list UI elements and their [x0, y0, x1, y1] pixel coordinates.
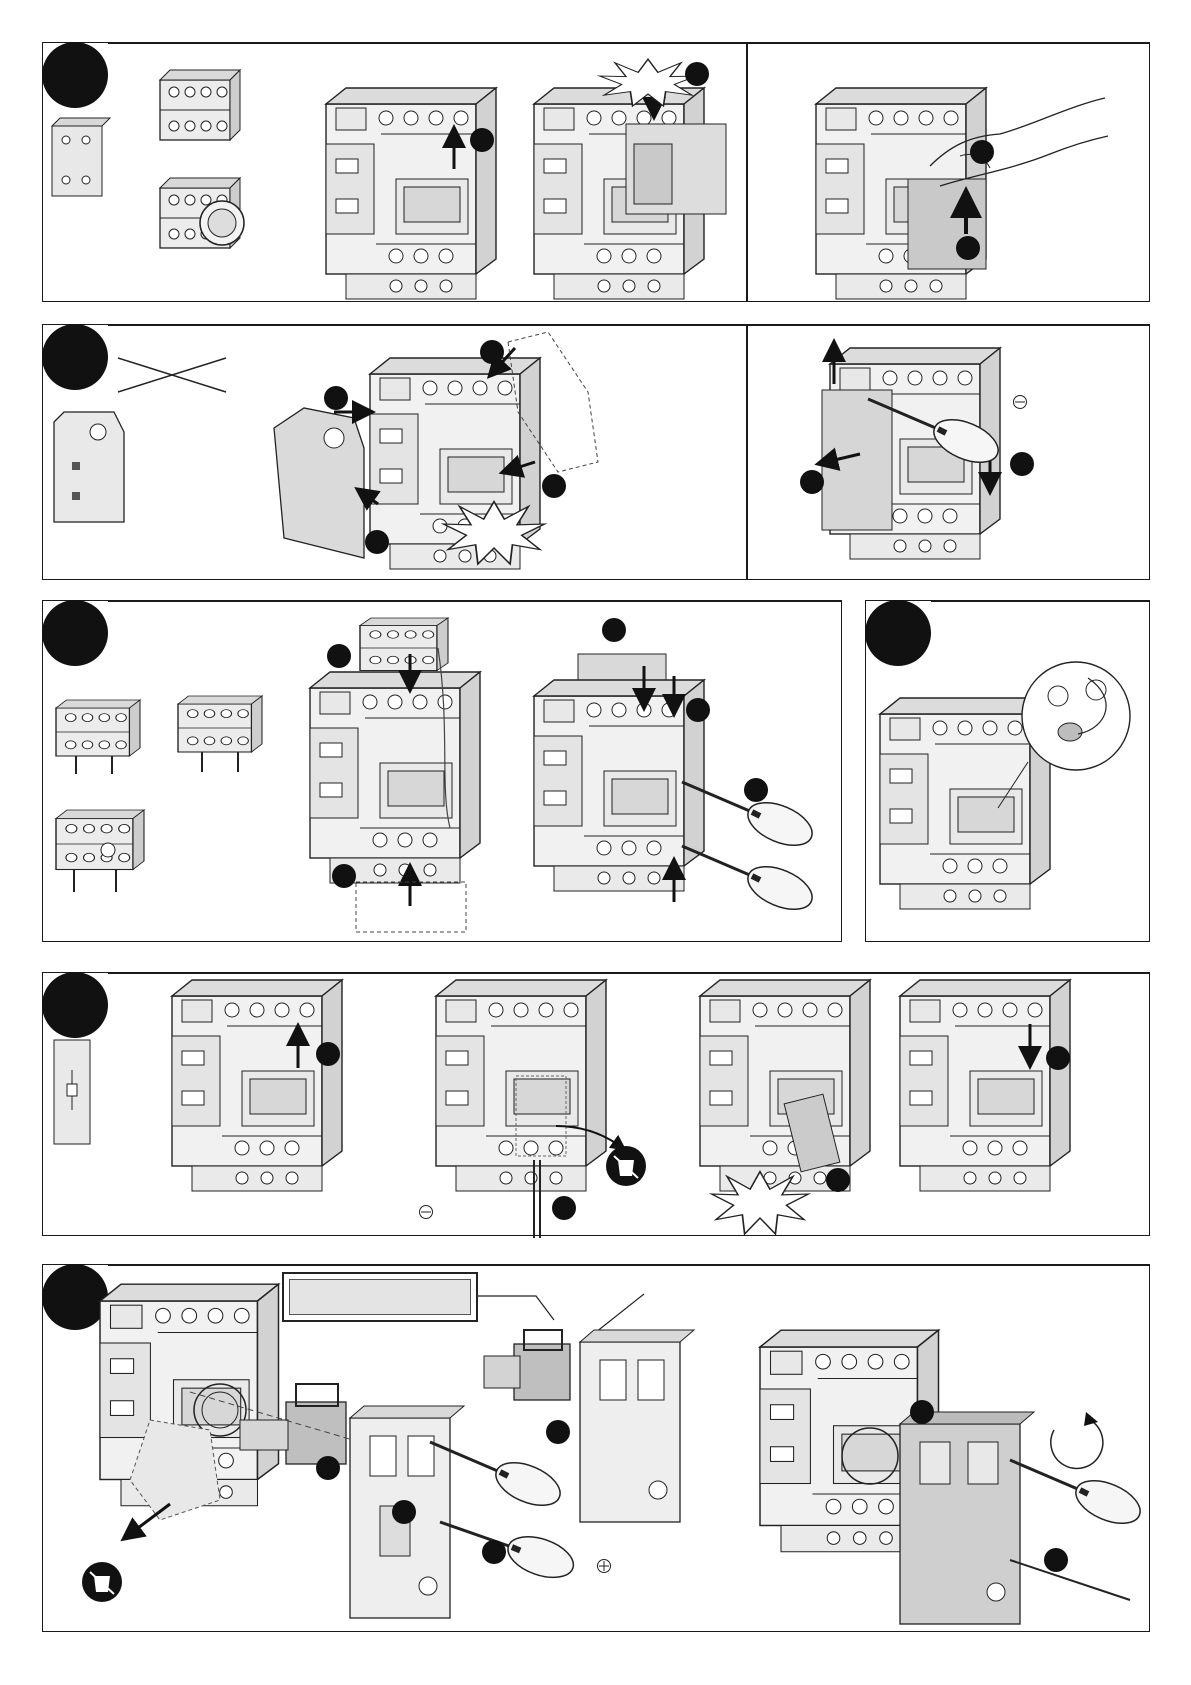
step-2-flat-screwdriver-icon — [868, 394, 1028, 474]
step-4-marker-icon — [865, 600, 931, 666]
step-5-click-burst-icon — [706, 1166, 816, 1236]
step-1-sub-c2-marker-icon — [956, 236, 980, 260]
step-5-suppressor-module-illustration — [54, 1040, 94, 1150]
step-3-sub-4-marker-icon — [686, 698, 710, 722]
step-3-sub-5-marker-icon — [744, 778, 768, 802]
step-5-recycle-bin-icon — [604, 1144, 648, 1188]
step-5-contactor-a-illustration — [172, 976, 352, 1196]
step-3-contactor-a-illustration — [310, 668, 490, 888]
step-3-sub-2-marker-icon — [332, 864, 356, 888]
step-5-sub-2-marker-icon — [552, 1196, 576, 1220]
step-6-sub-3-marker-icon — [482, 1540, 506, 1564]
step-2-sub-4-marker-icon — [365, 530, 389, 554]
step-2-sub-1-marker-icon — [324, 386, 348, 410]
step-6-sub-5-marker-icon — [910, 1400, 934, 1424]
step-1-aux-contact-side-illustration — [52, 118, 112, 198]
step-4-seal-detail-zoom-illustration — [1018, 658, 1138, 788]
step-5-contactor-d-illustration — [900, 976, 1100, 1196]
step-5-sub-3-marker-icon — [826, 1168, 850, 1192]
step-5-contactor-b-illustration — [436, 976, 616, 1196]
step-6-screwdriver-d-icon — [1010, 1560, 1150, 1630]
step-3-sub-3-marker-icon — [602, 618, 626, 642]
step-2-sub-5-marker-icon — [800, 470, 824, 494]
step-1-timer-block-illustration — [160, 178, 270, 268]
step-3-screwdriver-b-icon — [682, 846, 832, 926]
step-1-contactor-a-illustration — [326, 84, 506, 304]
step-2-flat-head-symbol-icon — [1012, 394, 1028, 410]
step-5-flat-head-symbol-icon — [418, 1204, 434, 1220]
step-3-rule — [108, 600, 842, 602]
step-6-sub-1-marker-icon — [316, 1456, 340, 1480]
step-2-click-burst-icon — [440, 498, 550, 568]
step-3-sub-1-marker-icon — [327, 644, 351, 668]
step-3-module-c-illustration — [56, 810, 166, 900]
step-5-contactor-c-illustration — [700, 976, 880, 1196]
step-6-coil-insert-illustration — [484, 1330, 584, 1420]
step-2-sub-3-marker-icon — [542, 474, 566, 498]
step-2-prohibited-cross-icon — [118, 356, 228, 396]
step-6-rotate-clockwise-icon — [1040, 1410, 1110, 1480]
step-1-marker-icon — [42, 42, 108, 108]
step-5-sub-1-marker-icon — [316, 1042, 340, 1066]
step-3-marker-icon — [42, 600, 108, 666]
step-1-sub-b-marker-icon — [685, 62, 709, 86]
step-5-rule — [108, 972, 1150, 974]
step-5-sub-4-marker-icon — [1046, 1046, 1070, 1070]
step-6-blank-label-field — [289, 1279, 471, 1315]
step-6-screwdriver-a-icon — [430, 1442, 580, 1522]
step-6-removal-arrow-icon — [120, 1500, 180, 1540]
step-6-recycle-bin-icon — [80, 1560, 124, 1604]
step-1-sub-c1-marker-icon — [970, 140, 994, 164]
step-6-base-module-b-illustration — [580, 1330, 700, 1530]
step-1-aux-block-illustration — [160, 70, 260, 160]
step-2-side-module-mounting-illustration — [274, 408, 374, 568]
step-2-marker-icon — [42, 324, 108, 390]
step-3-module-b-illustration — [178, 696, 278, 776]
step-5-flat-screwdriver-icon — [528, 1160, 548, 1240]
step-1-rule — [108, 42, 1150, 44]
step-6-screwdriver-b-icon — [440, 1522, 590, 1602]
step-2-dashed-ghost-illustration — [508, 332, 608, 482]
step-1-sub-a-marker-icon — [470, 128, 494, 152]
step-6-blank-label-callout — [282, 1272, 478, 1322]
step-4-rule — [931, 600, 1150, 602]
step-6-sub-4-marker-icon — [546, 1420, 570, 1444]
step-3-module-a-illustration — [56, 700, 156, 780]
step-6-marker-icon — [42, 1264, 108, 1330]
step-2-sub-6-marker-icon — [1010, 452, 1034, 476]
step-6-cross-head-symbol-icon — [596, 1558, 612, 1574]
step-1-hand-illustration — [930, 96, 1110, 206]
step-5-marker-icon — [42, 972, 108, 1038]
step-6-sub-2-marker-icon — [392, 1500, 416, 1524]
step-2-sub-2-marker-icon — [480, 340, 504, 364]
step-2-rule — [108, 324, 1150, 326]
step-3-dashed-base-illustration — [356, 878, 476, 938]
step-2-divider — [746, 324, 748, 580]
step-6-rule — [108, 1264, 1150, 1266]
step-6-sub-6-marker-icon — [1044, 1548, 1068, 1572]
step-2-side-module-illustration — [54, 412, 134, 532]
